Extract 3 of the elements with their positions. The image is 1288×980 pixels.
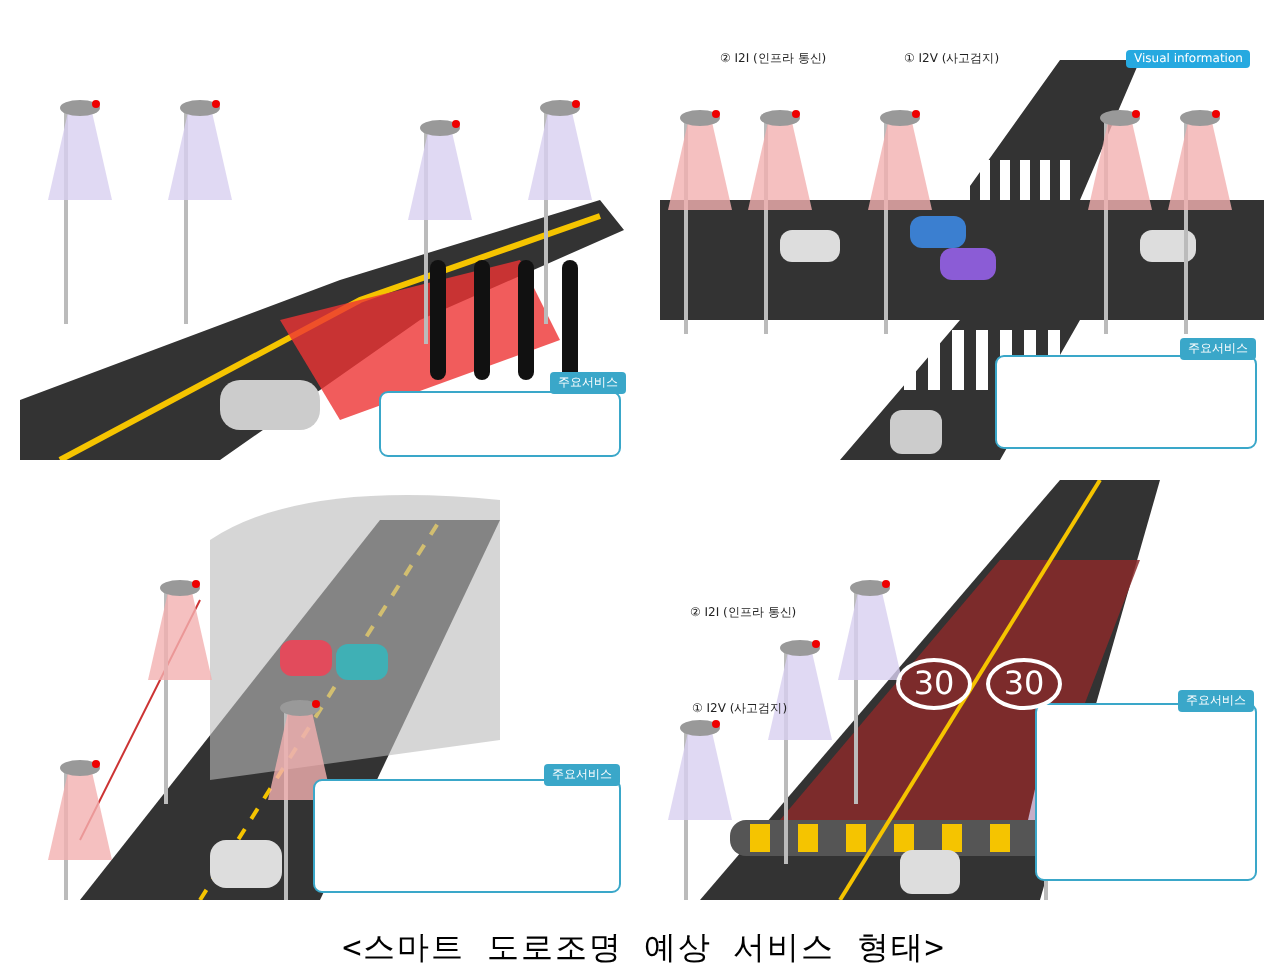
speed-marking: 30: [986, 658, 1062, 710]
speed-marking: 30: [896, 658, 972, 710]
caption: <스마트 도로조명 예상 서비스 형태>: [340, 928, 948, 970]
